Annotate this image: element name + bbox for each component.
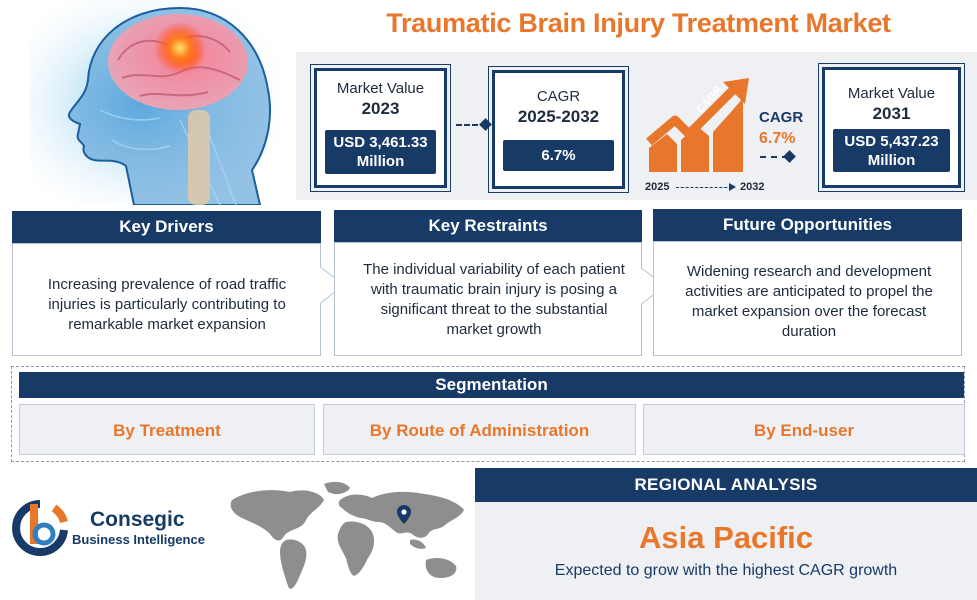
timeline-arrow [676,187,732,188]
segment-by-treatment: By Treatment [19,404,315,455]
card-year: 2031 [872,104,911,123]
growth-cagr-value: 6.7% [759,130,796,147]
future-opportunities-panel [653,241,962,356]
key-drivers-heading: Key Drivers [12,211,321,243]
market-value-2031: USD 5,437.23 Million [833,129,950,172]
connector-line [456,124,486,126]
page-title: Traumatic Brain Injury Treatment Market [386,8,891,38]
location-pin-icon [397,505,411,524]
cagr-value: 6.7% [503,140,614,171]
card-label: CAGR [536,88,581,105]
card-label: Market Value [847,85,936,102]
card-label: Market Value [336,80,425,97]
cagr-card: CAGR 2025-2032 6.7% [488,66,629,193]
growth-arrow-icon: CAGR [645,78,760,180]
card-year: 2023 [361,99,400,118]
market-value-2023: USD 3,461.33 Million [325,130,436,174]
timeline-start-year: 2025 [645,181,670,193]
market-value-2023-card: Market Value 2023 USD 3,461.33 Million [310,64,451,192]
market-value-2031-card: Market Value 2031 USD 5,437.23 Million [818,63,965,192]
region-name: Asia Pacific [638,520,814,555]
regional-analysis-heading: REGIONAL ANALYSIS [475,468,977,502]
logo-name: Consegic [90,508,185,531]
brain-head-image [30,0,280,206]
consegic-logo-icon [10,496,70,560]
region-description: Expected to grow with the highest CAGR g… [554,562,898,579]
key-restraints-text: The individual variability of each patie… [363,261,625,338]
segment-by-end-user: By End-user [643,404,965,455]
regional-analysis-panel [475,502,977,600]
future-opportunities-text: Widening research and development activi… [685,263,933,340]
timeline-arrow-head-icon [729,183,736,191]
key-restraints-heading: Key Restraints [334,210,642,242]
growth-connector-line [760,156,788,158]
growth-cagr-label: CAGR [759,109,804,126]
world-map-image [228,478,468,596]
future-opportunities-heading: Future Opportunities [653,209,962,241]
segment-by-route-of-administration: By Route of Administration [323,404,636,455]
timeline-end-year: 2032 [740,181,765,193]
key-drivers-panel [12,243,345,356]
card-period: 2025-2032 [517,107,600,126]
key-drivers-text: Increasing prevalence of road traffic in… [47,276,287,333]
logo-subtitle: Business Intelligence [72,532,205,547]
segmentation-heading: Segmentation [19,372,964,398]
